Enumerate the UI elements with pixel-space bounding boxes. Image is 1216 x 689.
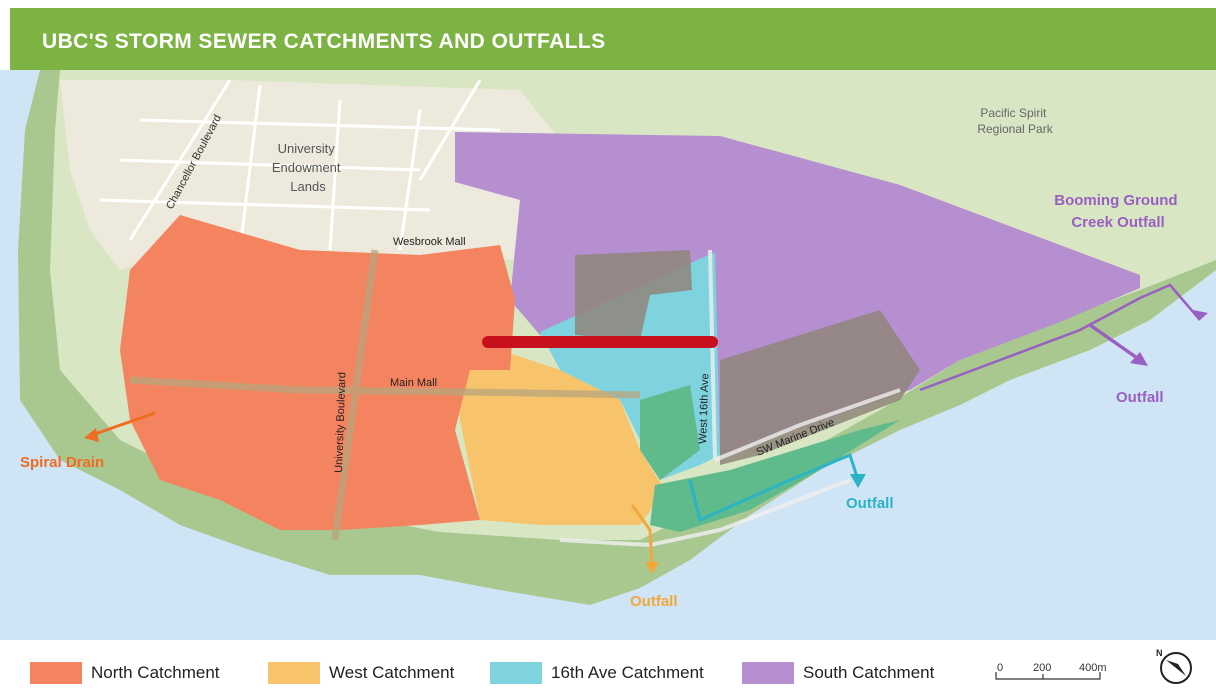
legend: North Catchment West Catchment 16th Ave … xyxy=(0,640,1216,689)
legend-label-west: West Catchment xyxy=(329,663,455,682)
south-catchment xyxy=(455,132,1140,455)
university-blvd-label: University Boulevard xyxy=(333,372,349,473)
ave16-outfall-head xyxy=(850,474,866,488)
legend-swatch-west xyxy=(268,662,320,684)
map-canvas: Pacific Spirit Regional Park University … xyxy=(0,70,1216,640)
legend-label-16th: 16th Ave Catchment xyxy=(551,663,704,682)
north-arrow-icon: N xyxy=(1156,648,1192,684)
endowment-label: University Endowment Lands xyxy=(272,141,344,194)
ave16-outfall-arrow xyxy=(688,452,860,523)
main-mall-label: Main Mall xyxy=(390,377,437,389)
spiral-drain-arrow xyxy=(91,411,156,437)
north-catchment xyxy=(120,215,515,530)
scale-tick-400: 400m xyxy=(1079,662,1107,674)
scale-tick-0: 0 xyxy=(997,662,1004,674)
south-outfall-head xyxy=(1130,352,1148,366)
spiral-drain-head xyxy=(84,428,99,442)
west-outfall-arrow xyxy=(630,504,654,566)
wesbrook-label: Wesbrook Mall xyxy=(393,236,466,248)
grey-block-1 xyxy=(575,250,692,340)
svg-text:N: N xyxy=(1156,648,1163,658)
south-outfall-arrow xyxy=(1088,323,1142,362)
scale-tick-200: 200 xyxy=(1033,662,1052,674)
scale-bar xyxy=(995,672,1101,680)
ave16-outfall-label: Outfall xyxy=(846,495,894,512)
booming-label: Booming Ground Creek Outfall xyxy=(1054,192,1181,231)
green-patch-1 xyxy=(640,385,700,480)
booming-outfall-line xyxy=(919,283,1201,392)
spiral-drain-label: Spiral Drain xyxy=(20,454,104,471)
roads-light xyxy=(559,249,901,548)
legend-swatch-north xyxy=(30,662,82,684)
legend-label-south: South Catchment xyxy=(803,663,935,682)
west-outfall-head xyxy=(645,562,659,574)
endowment-streets xyxy=(99,79,501,251)
map-title: UBC'S STORM SEWER CATCHMENTS AND OUTFALL… xyxy=(42,30,606,53)
booming-arrow-head xyxy=(1193,310,1208,320)
grey-block-2 xyxy=(720,310,920,465)
title-bar: UBC'S STORM SEWER CATCHMENTS AND OUTFALL… xyxy=(10,8,1216,70)
west-catchment xyxy=(455,340,665,525)
legend-label-north: North Catchment xyxy=(91,663,220,682)
south-outfall-label: Outfall xyxy=(1116,389,1164,406)
west16-label: West 16th Ave xyxy=(697,373,711,444)
west-outfall-label: Outfall xyxy=(630,593,678,610)
roads xyxy=(129,249,641,541)
legend-swatch-south xyxy=(742,662,794,684)
legend-swatch-16th xyxy=(490,662,542,684)
park-label: Pacific Spirit Regional Park xyxy=(977,106,1053,136)
green-patch-2 xyxy=(650,420,900,532)
